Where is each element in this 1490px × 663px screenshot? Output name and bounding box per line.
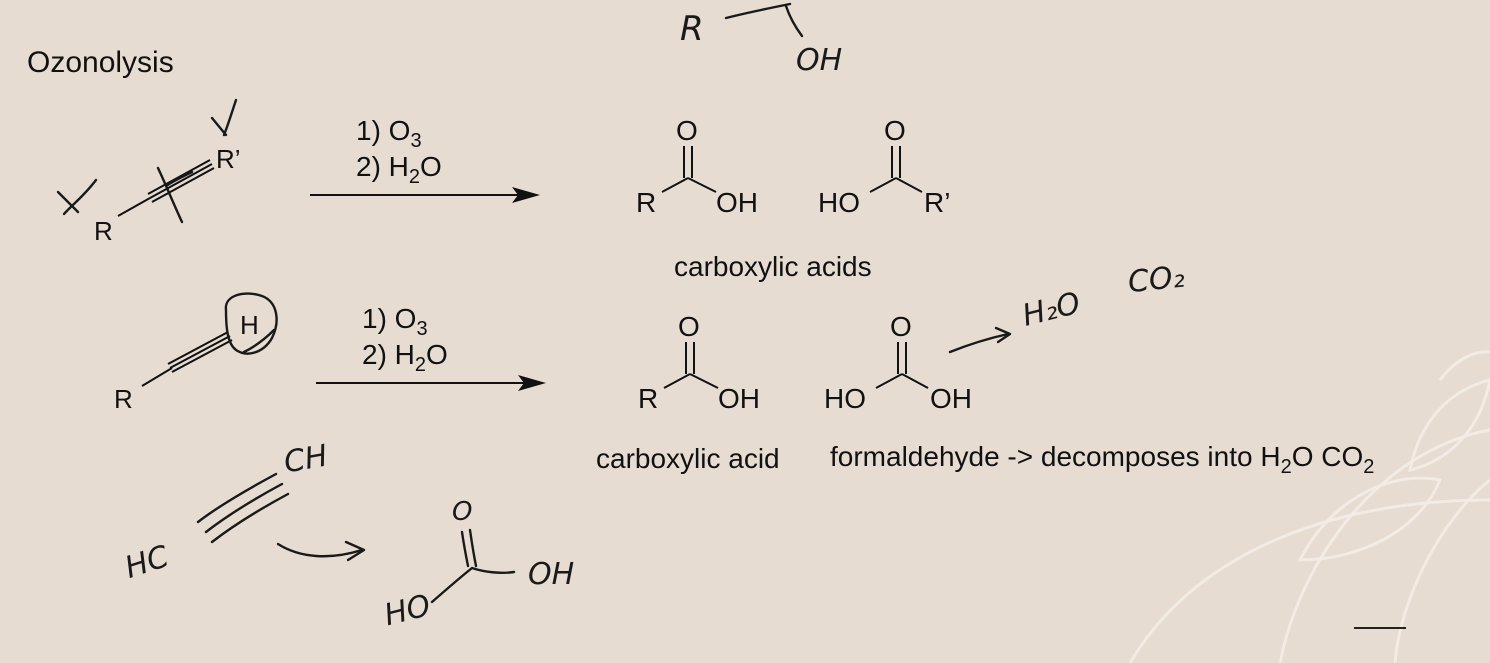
product-d-oh: OH (930, 383, 972, 414)
circle-mark-icon (224, 292, 278, 355)
svg-text:2) H2O: 2) H2O (362, 339, 448, 376)
hand-oh: OH (528, 557, 574, 592)
hand-hc: HC (121, 539, 173, 586)
reagent-water-1: 2) H (356, 151, 409, 182)
slide-title: Ozonolysis (27, 46, 174, 79)
product-d-o: O (890, 311, 912, 342)
product-carboxylic-acid-a: O R OH (636, 115, 758, 218)
hand-arrow-icon (948, 326, 1012, 354)
reagent-ozone-2-sub: 3 (416, 318, 427, 340)
reagent-water-1-sub: 2 (409, 166, 420, 188)
handwritten-annotations: R OH H₂O CO₂ HC CH O HO OH (121, 2, 1186, 633)
reactant-internal-alkyne: R R’ (94, 144, 241, 246)
hand-ch: CH (281, 438, 330, 480)
svg-text:2) H2O: 2) H2O (356, 151, 442, 188)
reagent-ozone-1: 1) O (356, 115, 410, 146)
reactant-r-label: R (94, 216, 113, 246)
svg-text:1) O3: 1) O3 (356, 115, 422, 152)
reaction-arrow-2 (316, 375, 546, 391)
hand-chain-bond (430, 566, 516, 604)
product-a-oh: OH (716, 187, 758, 218)
hand-triple-bond (196, 472, 290, 544)
product-carboxylic-acid-c: O R OH (638, 311, 760, 414)
hand-top-r: R (680, 9, 704, 49)
product-b-o: O (884, 115, 906, 146)
reagent-water-2-sub: 2 (415, 354, 426, 376)
checkmark-icon (56, 178, 98, 216)
svg-text:1) O3: 1) O3 (362, 303, 428, 340)
strike-mark-icon (156, 166, 194, 224)
hand-top-oh: OH (796, 43, 842, 78)
product-carboxylic-acid-b: O HO R’ (818, 115, 950, 218)
product-c-r: R (638, 383, 658, 414)
hand-carbonyl-bond (460, 528, 478, 568)
reagent-water-1-end: O (420, 151, 442, 182)
caption-carboxylic-acids: carboxylic acids (674, 251, 872, 282)
product-a-r: R (636, 187, 656, 218)
reagent-ozone-1-sub: 3 (410, 130, 421, 152)
scribble-mark-icon (242, 328, 276, 354)
product-c-oh: OH (718, 383, 760, 414)
product-a-o: O (676, 115, 698, 146)
reaction-arrow-1 (310, 187, 540, 203)
reagent-ozone-2: 1) O (362, 303, 416, 334)
reaction-2: R H 1) O3 2) H2O O R OH O (114, 292, 1374, 478)
hand-co2: CO₂ (1126, 259, 1186, 300)
product-carbonic-acid: O HO OH (824, 311, 972, 414)
reactant-r-label-2: R (114, 384, 133, 414)
reagent-water-2-end: O (426, 339, 448, 370)
product-c-o: O (678, 311, 700, 342)
caption-carboxylic-acid: carboxylic acid (596, 443, 780, 474)
product-d-ho: HO (824, 383, 866, 414)
product-b-r-prime: R’ (924, 187, 950, 218)
caption-formaldehyde: formaldehyde -> decomposes into H2O CO2 (830, 441, 1374, 478)
hand-o: O (452, 497, 472, 527)
reactant-h-label: H (240, 310, 259, 340)
reagent-water-2: 2) H (362, 339, 415, 370)
hand-curved-arrow-icon (276, 540, 366, 562)
hand-top-bond (724, 2, 804, 38)
reactant-r-prime-label: R’ (216, 144, 241, 174)
leaf-watermark-icon (1128, 350, 1490, 663)
reactant-terminal-alkyne: R H (114, 310, 259, 414)
hand-ho: HO (381, 588, 434, 633)
hand-h2o: H₂O (1019, 286, 1084, 334)
reaction-1: R R’ 1) O3 2) H2O O R OH (56, 98, 950, 282)
product-b-ho: HO (818, 187, 860, 218)
checkmark-icon (210, 98, 238, 137)
